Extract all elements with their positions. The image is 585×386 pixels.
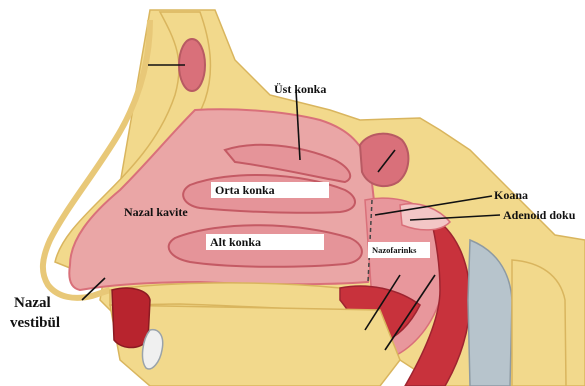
- lip-muscle: [112, 288, 150, 347]
- label-nazal-vestibul-1: Nazal: [14, 294, 51, 312]
- sphenoid-sinus: [360, 134, 408, 186]
- label-adenoid: Adenoid doku: [503, 208, 575, 222]
- label-nazofarinks: Nazofarinks: [368, 242, 430, 258]
- label-alt-konka: Alt konka: [206, 234, 324, 250]
- label-nazal-kavite: Nazal kavite: [124, 205, 188, 219]
- label-orta-konka: Orta konka: [211, 182, 329, 198]
- label-koana: Koana: [494, 188, 528, 202]
- label-nazal-vestibul-2: vestibül: [10, 314, 60, 332]
- label-ust-konka: Üst konka: [274, 82, 326, 96]
